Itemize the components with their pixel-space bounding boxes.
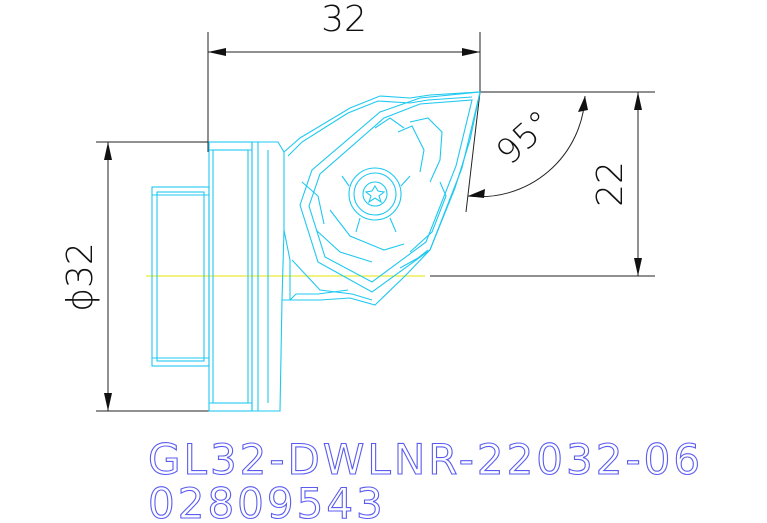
shank <box>251 141 291 412</box>
dimension-angle: 95° <box>465 91 590 213</box>
cutting-insert <box>299 91 481 293</box>
height-label: 22 <box>590 161 631 207</box>
length-label: 32 <box>321 0 367 40</box>
dimension-length: 32 <box>207 0 481 152</box>
order-code: 02809543 <box>148 479 386 523</box>
dimension-diameter: ϕ32 <box>60 141 250 412</box>
tool-head <box>283 91 481 306</box>
diameter-label: ϕ32 <box>60 242 101 312</box>
part-number: GL32-DWLNR-22032-06 <box>148 435 703 484</box>
angle-label: 95° <box>489 103 561 173</box>
tool-holder <box>151 91 481 412</box>
clamp-screw <box>341 167 411 233</box>
